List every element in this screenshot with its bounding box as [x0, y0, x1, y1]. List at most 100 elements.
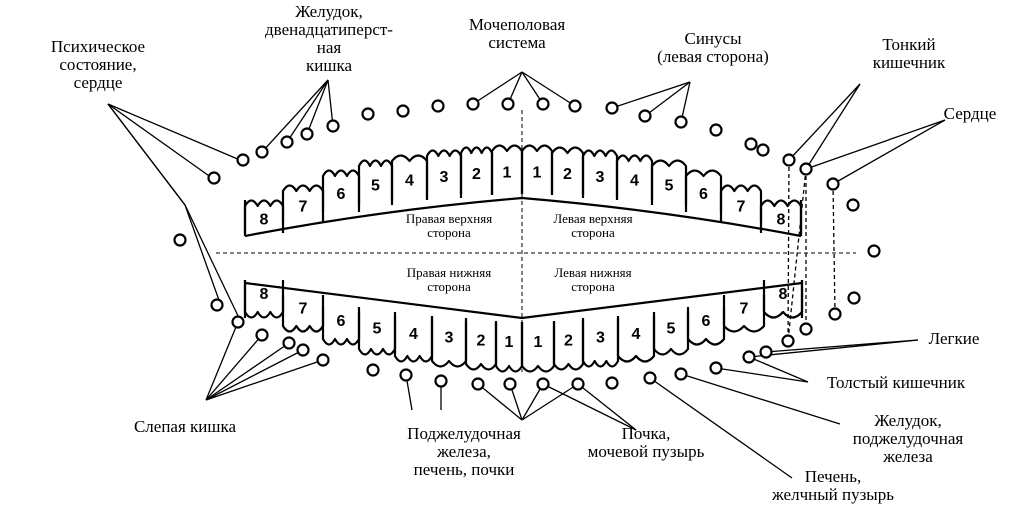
upper-tooth-outline [650, 159, 688, 205]
leader-line [286, 79, 329, 143]
leader-line [521, 383, 579, 421]
upper-tooth-number: 1 [533, 165, 542, 182]
upper-tooth-outline [759, 199, 803, 233]
leader-line [788, 83, 861, 161]
reflex-point [674, 367, 688, 381]
lower-tooth-outline [430, 318, 468, 368]
lower-tooth-outline [520, 322, 556, 373]
lower-tooth-number: 2 [477, 333, 486, 350]
leader-line [477, 383, 523, 421]
label-pancreas-liver-kidneys: Поджелудочная железа, печень, почки [407, 424, 521, 479]
lower-tooth-outline [722, 295, 766, 333]
upper-tooth-outline [719, 184, 763, 222]
lower-tooth-number: 7 [299, 301, 308, 318]
reflex-point [255, 145, 269, 159]
reflex-point [210, 298, 224, 312]
lower-gumline [244, 281, 803, 320]
lower-tooth-outline [464, 321, 498, 371]
upper-tooth-number: 6 [699, 186, 708, 203]
reflex-point [207, 171, 221, 185]
upper-tooth-outline [390, 154, 429, 200]
leader-line [472, 71, 523, 105]
reflex-point [826, 177, 840, 191]
label-large-intestine: Толстый кишечник [826, 373, 966, 392]
label-sinuses: Синусы (левая сторона) [657, 29, 769, 66]
upper-tooth-outline [321, 169, 361, 212]
lower-tooth-number: 3 [596, 330, 605, 347]
reflex-point [471, 377, 485, 391]
upper-tooth-outline [281, 184, 325, 222]
leader-line [107, 103, 241, 321]
lower-tooth-outline [243, 280, 285, 319]
leader-line [205, 349, 304, 401]
leader-line [306, 79, 329, 135]
reflex-point [536, 97, 550, 111]
leader-line [107, 103, 213, 179]
reflex-point [571, 377, 585, 391]
upper-tooth-outline [425, 149, 463, 198]
leader-line [805, 119, 946, 170]
upper-tooth-outline [490, 144, 524, 194]
lower-tooth-number: 4 [632, 326, 641, 343]
reflex-point [326, 119, 340, 133]
leader-line [521, 383, 544, 421]
upper-tooth-outline [520, 144, 554, 194]
reflex-point [231, 315, 245, 329]
leader-line [787, 159, 790, 342]
reflex-point [799, 162, 813, 176]
lower-tooth-number: 5 [667, 321, 676, 338]
label-heart: Сердце [943, 104, 997, 123]
reflex-point [503, 377, 517, 391]
reflex-point [828, 307, 842, 321]
label-liver-gallbladder: Печень, желчный пузырь [772, 467, 894, 504]
reflex-points [173, 97, 881, 391]
leader-line [542, 383, 637, 431]
reflex-point [847, 291, 861, 305]
reflex-point [782, 153, 796, 167]
reflex-point [316, 353, 330, 367]
leader-line [107, 103, 221, 304]
lower-tooth-outline [616, 316, 656, 363]
reflex-point [744, 137, 758, 151]
leader-line [680, 81, 691, 123]
reflex-point [466, 97, 480, 111]
leader-line [261, 79, 329, 153]
leader-line [787, 168, 807, 342]
upper-tooth-number: 8 [260, 212, 269, 229]
leader-line [748, 356, 809, 383]
reflex-point [756, 143, 770, 157]
lower-tooth-number: 6 [337, 313, 346, 330]
lower-tooth-number: 6 [702, 313, 711, 330]
upper-tooth-number: 1 [503, 165, 512, 182]
upper-tooth-number: 6 [337, 186, 346, 203]
upper-tooth-number: 5 [665, 178, 674, 195]
leader-line [680, 373, 841, 425]
reflex-point [846, 198, 860, 212]
reflex-point [366, 363, 380, 377]
reflex-point [605, 376, 619, 390]
lower-tooth-number: 5 [373, 321, 382, 338]
reflex-point [638, 109, 652, 123]
label-lungs: Легкие [928, 329, 980, 348]
lower-tooth-outline [321, 307, 361, 346]
reflex-point [643, 371, 657, 385]
leader-line [577, 383, 637, 431]
upper-tooth-outline [550, 146, 585, 195]
upper-tooth-outline [243, 199, 285, 233]
reflex-point [605, 101, 619, 115]
upper-tooth-number: 2 [563, 166, 572, 183]
lower-tooth-outline [652, 312, 690, 356]
label-kidney-bladder: Почка, мочевой пузырь [587, 424, 705, 461]
reflex-point [674, 115, 688, 129]
leader-line [649, 377, 793, 479]
upper-tooth-outline [357, 159, 394, 205]
label-small-intestine: Тонкий кишечник [872, 35, 946, 72]
lower-tooth-number: 4 [409, 326, 418, 343]
lower-tooth-outline [281, 295, 325, 333]
reflex-point [536, 377, 550, 391]
quadrant-upper-left: Левая верхняя сторона [553, 211, 633, 240]
lower-tooth-number: 8 [260, 286, 269, 303]
reflex-point [361, 107, 375, 121]
